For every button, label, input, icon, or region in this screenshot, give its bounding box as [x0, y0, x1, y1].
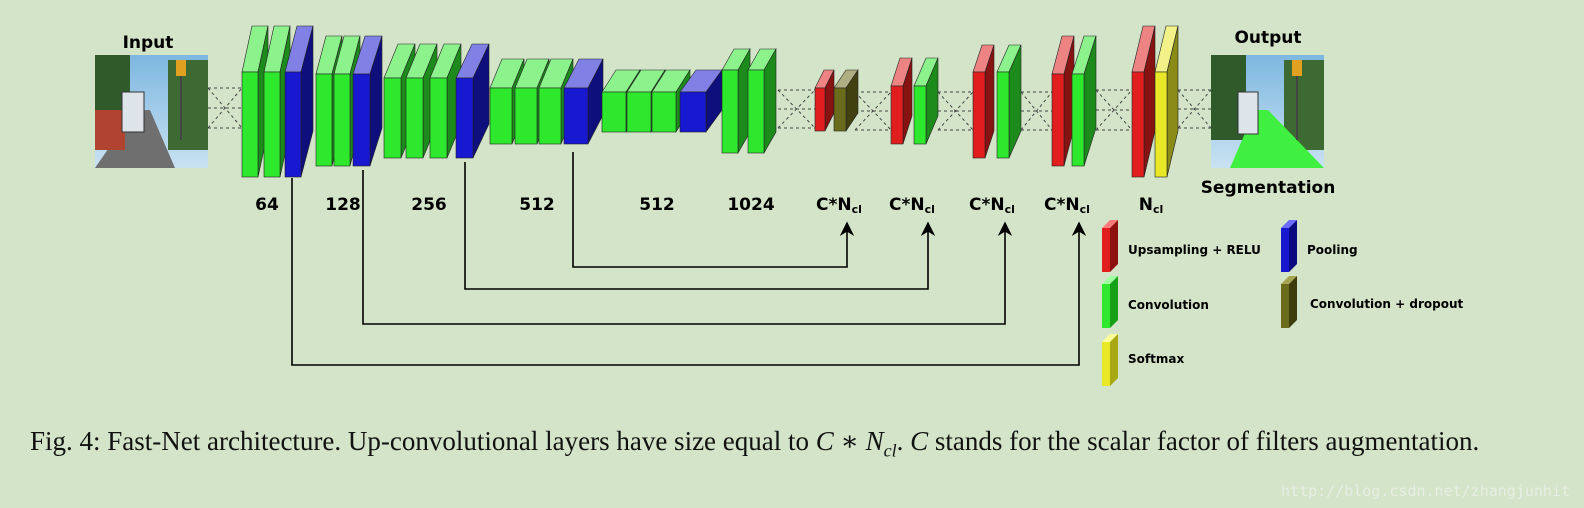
- layer-block: [679, 69, 723, 133]
- stage-label: C*Ncl: [969, 195, 1015, 216]
- stage-labels: 64 128 256 512 512 1024 C*Ncl C*Ncl C*Ncl C*Ncl Nc…: [255, 195, 1163, 216]
- stage-label: C*Ncl: [816, 195, 862, 216]
- fast-net-architecture-diagram: Input Output Segmentation 64 128 256 512 512…: [95, 25, 1463, 386]
- stage-label: 512: [639, 195, 675, 215]
- legend-conv-dropout: Convolution + dropout: [1281, 276, 1463, 328]
- layer-block: [1051, 35, 1075, 167]
- dashed-connectors: [207, 87, 1212, 131]
- layer-block: [721, 47, 751, 155]
- connector-bundle: [1020, 91, 1053, 131]
- layer-block: [833, 69, 859, 132]
- legend-softmax: Softmax: [1102, 334, 1184, 386]
- layer-block: [747, 47, 777, 155]
- connector-bundle: [1095, 89, 1133, 131]
- input-label: Input: [123, 33, 174, 53]
- legend-conv-dropout-label: Convolution + dropout: [1310, 297, 1463, 311]
- layer-block: [996, 44, 1022, 159]
- legend-pooling-label: Pooling: [1307, 243, 1358, 257]
- legend-upsampling: Upsampling + RELU: [1102, 220, 1261, 272]
- legend-convolution: Convolution: [1102, 276, 1209, 328]
- skip-connection-256: [464, 162, 936, 290]
- connector-bundle: [854, 91, 892, 131]
- layer-block: [814, 69, 835, 132]
- stage-label: C*Ncl: [1044, 195, 1090, 216]
- stage-label: Ncl: [1139, 195, 1164, 216]
- input-image: [95, 55, 208, 168]
- legend-convolution-label: Convolution: [1128, 298, 1209, 312]
- layer-block: [284, 25, 314, 178]
- layer-block: [890, 57, 913, 145]
- layer-block: [1154, 25, 1179, 178]
- stage-label: 512: [519, 195, 555, 215]
- stage-label: 256: [411, 195, 447, 215]
- skip-connection-512: [572, 152, 855, 268]
- connector-bundle: [937, 91, 974, 131]
- connector-bundle: [207, 87, 243, 129]
- connector-bundle: [777, 89, 816, 129]
- layer-block: [1131, 25, 1156, 178]
- legend: Upsampling + RELU Pooling Convolution Co…: [1102, 220, 1463, 386]
- layer-blocks: [241, 25, 1179, 178]
- layer-block: [913, 57, 939, 145]
- layer-block: [333, 35, 361, 167]
- skip-connection-128: [362, 170, 1013, 325]
- skip-connections: [291, 152, 1087, 366]
- connector-bundle: [1177, 89, 1212, 129]
- watermark: http://blog.csdn.net/zhangjunhit: [1281, 482, 1570, 500]
- output-segmentation-image: [1211, 55, 1324, 168]
- stage-label: 64: [255, 195, 279, 215]
- stage-label: C*Ncl: [889, 195, 935, 216]
- output-label: Output: [1234, 28, 1301, 48]
- legend-softmax-label: Softmax: [1128, 352, 1184, 366]
- legend-pooling: Pooling: [1281, 220, 1358, 272]
- legend-upsampling-label: Upsampling + RELU: [1128, 243, 1261, 257]
- layer-block: [972, 44, 995, 159]
- skip-connection-64: [291, 178, 1087, 366]
- stage-label: 1024: [727, 195, 774, 215]
- layer-block: [352, 35, 383, 167]
- segmentation-label: Segmentation: [1201, 178, 1336, 198]
- layer-block: [455, 43, 490, 159]
- stage-label: 128: [325, 195, 361, 215]
- layer-block: [1071, 35, 1097, 167]
- figure-caption: Fig. 4: Fast-Net architecture. Up-convol…: [30, 426, 1480, 461]
